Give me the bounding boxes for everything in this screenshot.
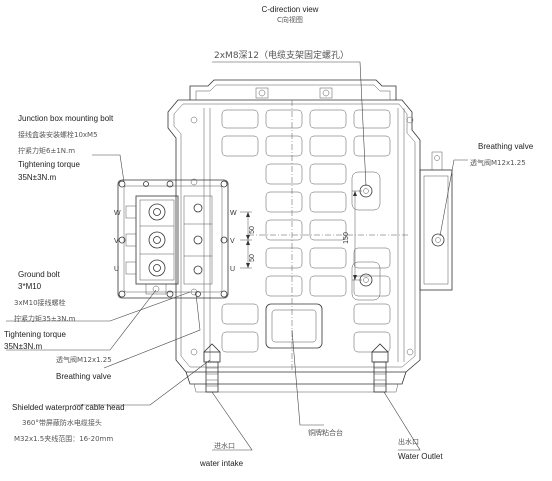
- shielded-cable-head-label: Shielded waterproof cable head: [12, 403, 125, 412]
- tightening-torque-2-value: 35N±3N.m: [4, 342, 43, 351]
- water-intake-pipe: [203, 343, 221, 393]
- cable-clamp-range-cn: M32x1.5夹线范围：16-20mm: [14, 434, 113, 443]
- nameplate-pad: [265, 303, 323, 349]
- shielded-cable-head-cn: 360°带屏蔽防水电缆接头: [22, 418, 102, 427]
- water-intake-cn: 进水口: [214, 441, 235, 450]
- terminal-v: V: [230, 238, 235, 245]
- breathing-valve-left-label: Breathing valve: [56, 372, 112, 381]
- ground-bolt-torque-cn: 拧紧力矩35±3N.m: [14, 314, 76, 323]
- water-intake-label: water intake: [199, 459, 244, 468]
- terminal-w-left: W: [114, 210, 121, 217]
- breathing-valve-left-cn: 透气阀M12x1.25: [56, 355, 112, 364]
- left-rib-bolts: [190, 108, 211, 362]
- nameplate-pad-cn: 铜牌粘合台: [308, 428, 343, 437]
- water-outlet-cn: 出水口: [398, 437, 419, 446]
- cooling-channel-grid: [221, 109, 391, 353]
- view-title-cn: C向视图: [277, 15, 303, 24]
- breathing-valve-right-label: Breathing valve: [478, 142, 534, 151]
- dim-50-lower: 50: [249, 254, 256, 262]
- ground-bolt-cn: 3xM10接线螺栓: [14, 298, 66, 307]
- leader-lines: [6, 61, 468, 451]
- terminal-v-left: V: [114, 238, 119, 245]
- dim-150: 150: [343, 232, 350, 244]
- tightening-torque-1-label: Tightening torque: [18, 160, 81, 169]
- top-bolts-note: 2xM8深12（电缆支架固定螺孔）: [214, 49, 349, 61]
- dimension-lines: [240, 190, 362, 281]
- motor-housing: [167, 79, 421, 393]
- terminal-u: U: [230, 266, 235, 273]
- terminal-u-left: U: [114, 266, 119, 273]
- junction-box-bolt-cn: 接线盒装安装螺栓10xM5: [18, 130, 98, 139]
- junction-box-bolt-label: Junction box mounting bolt: [18, 114, 114, 123]
- tightening-torque-2-label: Tightening torque: [4, 330, 67, 339]
- view-title: C-direction view: [262, 5, 319, 14]
- breathing-valve-right-cn: 透气阀M12x1.25: [470, 158, 526, 167]
- ground-bolt-value: 3*M10: [18, 282, 42, 291]
- tightening-torque-1-value: 35N±3N.m: [18, 173, 57, 182]
- terminal-w: W: [230, 210, 237, 217]
- junction-box-torque-cn: 拧紧力矩6±1N.m: [18, 146, 75, 155]
- junction-box: [117, 179, 229, 299]
- ground-bolt-label: Ground bolt: [18, 270, 61, 279]
- dim-50-upper: 50: [249, 226, 256, 234]
- right-breather-block: [419, 151, 453, 291]
- water-outlet-label: Water Outlet: [398, 452, 443, 461]
- water-outlet-pipe: [371, 343, 389, 393]
